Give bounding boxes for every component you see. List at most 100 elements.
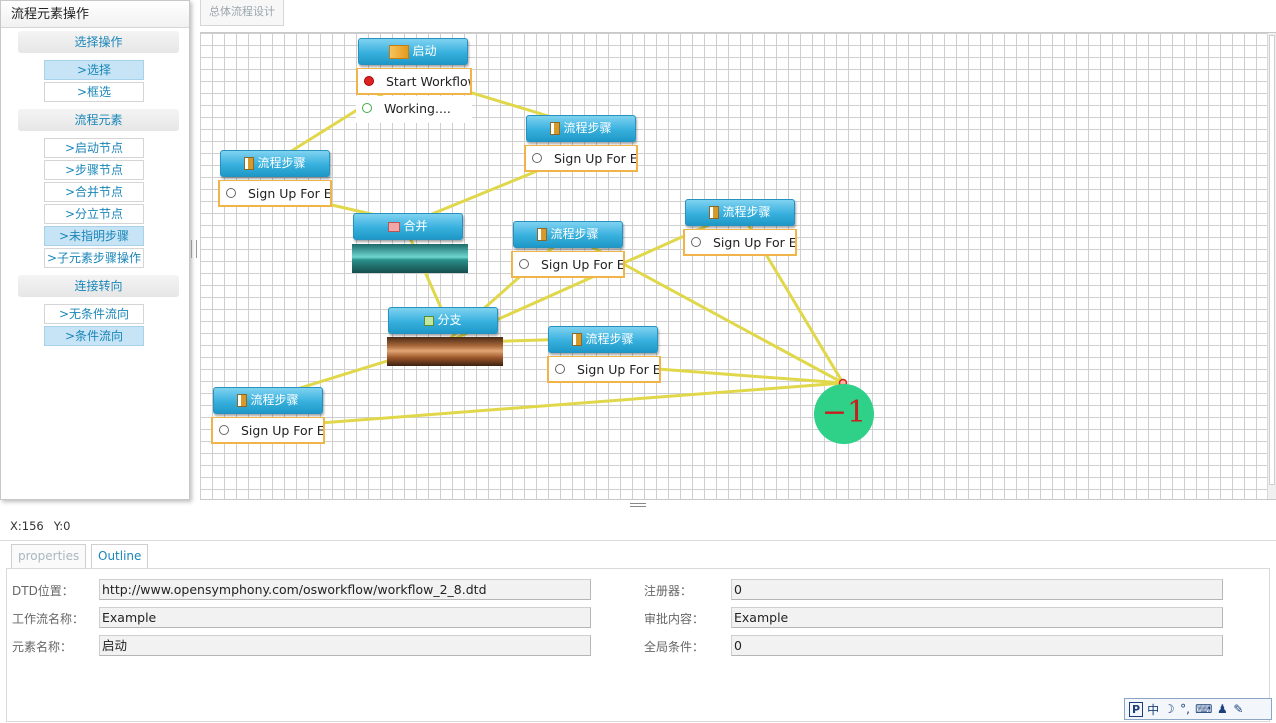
tool-step-node[interactable]: >步骤节点	[44, 160, 144, 180]
user-icon[interactable]: ♟	[1217, 702, 1228, 716]
step-node-action[interactable]: Sign Up For Ed	[218, 180, 332, 207]
coord-y: Y:0	[53, 519, 71, 533]
approval-label: 审批内容：	[644, 612, 705, 626]
split-icon	[424, 315, 435, 326]
step-node-header[interactable]: 流程步骤	[220, 150, 330, 177]
tool-marquee[interactable]: >框选	[44, 82, 144, 102]
tool-select[interactable]: >选择	[44, 60, 144, 80]
properties-body: DTD位置： http://www.opensymphony.com/oswor…	[6, 568, 1270, 722]
join-node-title: 合并	[403, 219, 428, 233]
start-action-label: Start Workflow	[386, 74, 472, 89]
step-action-label: Sign Up For Ed	[554, 151, 638, 166]
step-action-label: Sign Up For Ed	[541, 257, 625, 272]
tool-conditional-flow[interactable]: >条件流向	[44, 326, 144, 346]
step-node-title: 流程步骤	[550, 227, 599, 241]
working-icon	[362, 103, 372, 113]
coordinate-status: X:156 Y:0	[10, 519, 80, 533]
step-node-action[interactable]: Sign Up For Ed	[511, 251, 625, 278]
join-node-graphic[interactable]	[352, 244, 468, 273]
section-flow-elements: 流程元素	[18, 109, 179, 131]
panel-splitter[interactable]	[630, 503, 646, 507]
ime-logo-icon[interactable]: P	[1129, 701, 1144, 717]
step-icon	[709, 206, 720, 219]
working-label: Working....	[384, 101, 451, 116]
dtd-label: DTD位置：	[12, 584, 74, 598]
tab-overall-design[interactable]: 总体流程设计	[200, 0, 284, 26]
global-condition-field[interactable]: 0	[731, 635, 1223, 656]
tool-unconditional-flow[interactable]: >无条件流向	[44, 304, 144, 324]
start-action-start-workflow[interactable]: Start Workflow	[356, 68, 472, 95]
ime-toolbar: P 中 ☽ °, ⌨ ♟ ✎	[1124, 698, 1272, 720]
palette-title: 流程元素操作	[1, 1, 189, 28]
element-name-label: 元素名称：	[12, 640, 73, 654]
stop-icon	[364, 76, 374, 86]
step-node-title: 流程步骤	[722, 205, 771, 219]
coord-x: X:156	[10, 519, 44, 533]
step-node-title: 流程步骤	[585, 332, 634, 346]
arrow-icon	[691, 237, 701, 247]
punctuation-icon[interactable]: °,	[1180, 702, 1190, 716]
global-condition-label: 全局条件：	[644, 640, 705, 654]
step-node-header[interactable]: 流程步骤	[513, 221, 623, 248]
step-node-action[interactable]: Sign Up For Ed	[211, 417, 325, 444]
step-node-header[interactable]: 流程步骤	[548, 326, 658, 353]
step-action-label: Sign Up For Ed	[248, 186, 332, 201]
start-node-title: 启动	[412, 44, 437, 58]
step-node-header[interactable]: 流程步骤	[685, 199, 795, 226]
tab-outline[interactable]: Outline	[91, 544, 149, 568]
join-node-header[interactable]: 合并	[353, 213, 463, 240]
step-action-label: Sign Up For Ed	[577, 362, 661, 377]
split-node-title: 分支	[437, 313, 462, 327]
arrow-icon	[226, 188, 236, 198]
canvas-scrollbar[interactable]	[1267, 33, 1276, 499]
ime-chinese-toggle[interactable]: 中	[1147, 702, 1160, 717]
arrow-icon	[532, 153, 542, 163]
registry-label: 注册器：	[644, 584, 693, 598]
element-palette: 流程元素操作 选择操作 >选择 >框选 流程元素 >启动节点 >步骤节点 >合并…	[0, 0, 190, 500]
tool-split-node[interactable]: >分立节点	[44, 204, 144, 224]
connector[interactable]	[318, 381, 845, 425]
workflow-name-field[interactable]: Example	[99, 607, 591, 628]
tool-start-node[interactable]: >启动节点	[44, 138, 144, 158]
split-node-header[interactable]: 分支	[388, 307, 498, 334]
workflow-canvas[interactable]: 启动 Start Workflow Working.... 流程步骤 Sign …	[200, 32, 1276, 500]
step-node-title: 流程步骤	[250, 393, 299, 407]
step-node-title: 流程步骤	[563, 121, 612, 135]
step-icon	[537, 228, 548, 241]
tool-unnamed-step[interactable]: >未指明步骤	[44, 226, 144, 246]
step-icon	[572, 333, 583, 346]
step-node-header[interactable]: 流程步骤	[526, 115, 636, 142]
step-action-label: Sign Up For Ed	[241, 423, 325, 438]
step-node-action[interactable]: Sign Up For Ed	[547, 356, 661, 383]
step-icon	[237, 394, 248, 407]
step-node-title: 流程步骤	[257, 156, 306, 170]
approval-field[interactable]: Example	[731, 607, 1223, 628]
end-node[interactable]: −1	[814, 384, 874, 444]
section-select-ops: 选择操作	[18, 31, 179, 53]
workflow-name-label: 工作流名称：	[12, 612, 85, 626]
keyboard-icon[interactable]: ⌨	[1195, 702, 1213, 716]
dtd-field[interactable]: http://www.opensymphony.com/osworkflow/w…	[99, 579, 591, 600]
tool-join-node[interactable]: >合并节点	[44, 182, 144, 202]
arrow-icon	[555, 364, 565, 374]
start-action-working[interactable]: Working....	[356, 96, 472, 123]
palette-resize-handle[interactable]	[191, 240, 197, 258]
arrow-icon	[219, 425, 229, 435]
element-name-field[interactable]: 启动	[99, 635, 591, 656]
step-action-label: Sign Up For Ed	[713, 235, 797, 250]
step-node-action[interactable]: Sign Up For Ed	[683, 229, 797, 256]
step-node-header[interactable]: 流程步骤	[213, 387, 323, 414]
split-node-graphic[interactable]	[387, 337, 503, 366]
section-connections: 连接转向	[18, 275, 179, 297]
properties-panel: properties Outline DTD位置： http://www.ope…	[0, 540, 1276, 723]
canvas-scroll-thumb[interactable]	[1269, 35, 1275, 485]
moon-icon[interactable]: ☽	[1163, 702, 1175, 716]
start-node-header[interactable]: 启动	[358, 38, 468, 65]
tool-sub-step[interactable]: >子元素步骤操作	[44, 248, 144, 268]
merge-icon	[388, 221, 401, 232]
step-node-action[interactable]: Sign Up For Ed	[524, 145, 638, 172]
tab-properties[interactable]: properties	[11, 544, 87, 568]
registry-field[interactable]: 0	[731, 579, 1223, 600]
start-icon	[389, 44, 410, 59]
wrench-icon[interactable]: ✎	[1233, 702, 1244, 716]
